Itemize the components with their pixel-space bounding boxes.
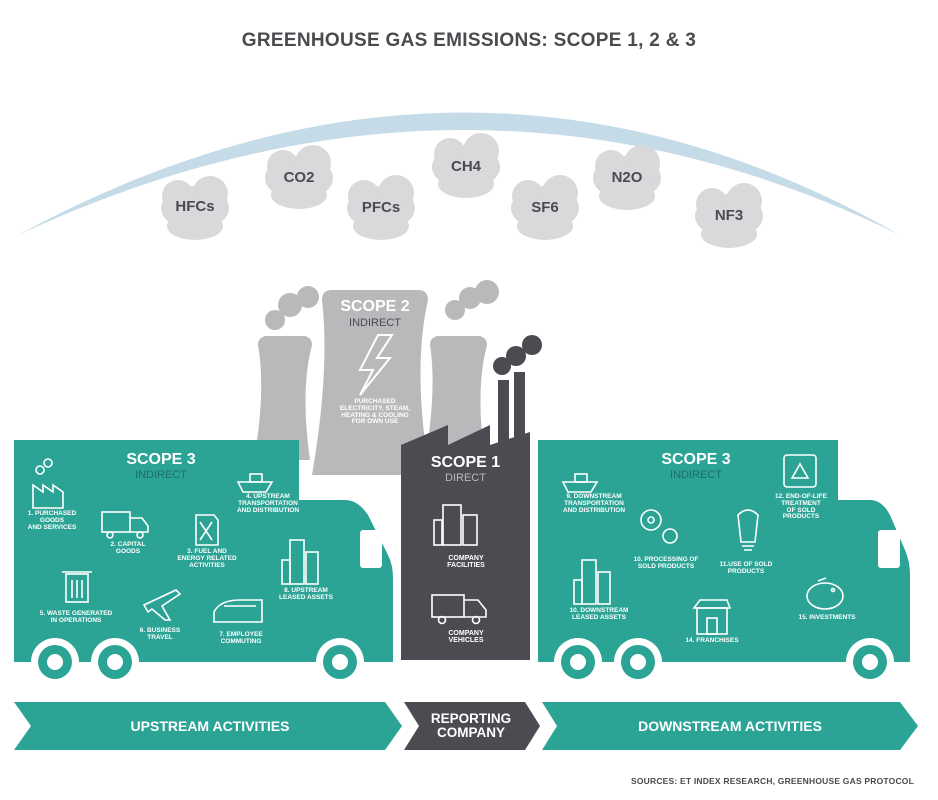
gas-label-nf3: NF3 (714, 207, 744, 224)
downstream-item-14: 14. FRANCHISES (685, 637, 739, 644)
upstream-arrow (14, 702, 402, 750)
gas-label-pfcs: PFCs (361, 199, 401, 216)
cloud-pfcs (347, 175, 415, 240)
cloud-nf3 (695, 183, 763, 248)
cooling-tower-left (254, 336, 312, 460)
lightbulb-icon (737, 509, 759, 551)
reporting-arrow (404, 702, 540, 750)
cloud-sf6 (511, 175, 579, 240)
cloud-co2 (265, 145, 333, 209)
gears-icon (640, 509, 678, 544)
airplane-icon (142, 589, 182, 621)
cloud-ch4 (432, 133, 500, 198)
scope1-title: SCOPE 1 (430, 454, 501, 471)
gas-label-hfcs: HFCs (175, 198, 215, 215)
cloud-hfcs (161, 176, 229, 240)
upstream-arrow-label: UPSTREAM ACTIVITIES (130, 718, 290, 734)
upstream-scope3-subtitle: INDIRECT (135, 469, 187, 481)
train-icon (213, 599, 263, 623)
truck-icon (431, 594, 487, 625)
lightning-icon (358, 334, 394, 396)
gas-clouds (161, 133, 763, 248)
scope2-subtitle: INDIRECT (349, 317, 401, 329)
scope2-title: SCOPE 2 (340, 298, 410, 315)
downstream-scope3-title: SCOPE 3 (661, 451, 731, 468)
source-note: SOURCES: ET INDEX RESEARCH, GREENHOUSE G… (630, 776, 914, 786)
factory-icon (32, 458, 64, 509)
chimney-left (498, 380, 509, 450)
box-truck-icon (101, 511, 149, 539)
downstream-arrow-label: DOWNSTREAM ACTIVITIES (638, 718, 822, 734)
upstream-scope3-title: SCOPE 3 (126, 451, 196, 468)
downstream-wheels (554, 638, 894, 686)
page-title: GREENHOUSE GAS EMISSIONS: SCOPE 1, 2 & 3 (241, 30, 697, 51)
leased-buildings-downstream-icon (573, 559, 611, 605)
building-icon (433, 504, 478, 546)
factory-body (401, 425, 530, 660)
upstream-wheels (31, 638, 364, 686)
atmosphere-arc (18, 112, 900, 235)
gas-label-n2o: N2O (611, 169, 643, 186)
downstream-scope3-subtitle: INDIRECT (670, 469, 722, 481)
downstream-item-15: 15. INVESTMENTS (798, 614, 856, 621)
fuel-can-icon (195, 514, 219, 546)
upstream-truck (14, 440, 393, 662)
gas-label-ch4: CH4 (450, 158, 481, 175)
gas-label-co2: CO2 (283, 169, 315, 186)
downstream-arrow (542, 702, 918, 750)
gas-label-sf6: SF6 (531, 199, 559, 216)
chimney-right (514, 372, 525, 450)
leased-buildings-icon (281, 539, 319, 585)
power-plant (254, 280, 499, 475)
recycle-icon (783, 454, 817, 488)
waste-bin-icon (62, 571, 92, 603)
ship-icon (236, 473, 274, 493)
downstream-truck (538, 440, 910, 662)
piggy-bank-icon (806, 577, 844, 610)
scope1-subtitle: DIRECT (445, 472, 486, 484)
ship-downstream-icon (561, 473, 599, 493)
truck-icons (32, 454, 844, 635)
storefront-icon (692, 599, 732, 635)
factory (401, 335, 542, 660)
cloud-n2o (593, 145, 661, 210)
